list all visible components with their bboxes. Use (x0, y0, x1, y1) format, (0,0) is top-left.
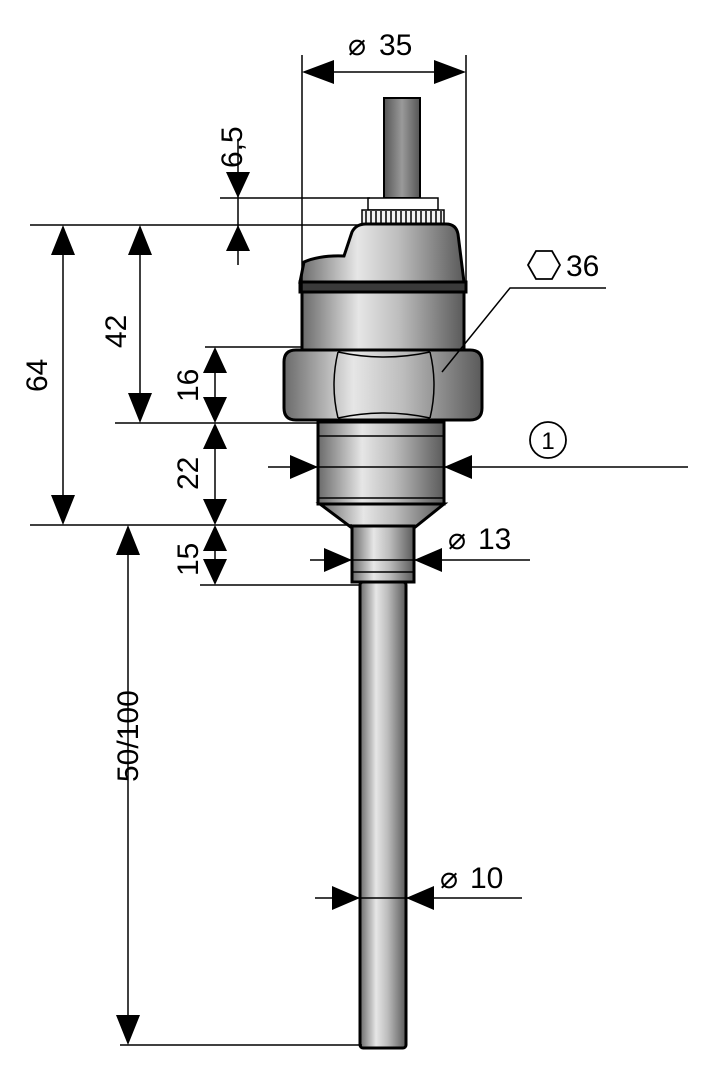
probe (358, 580, 408, 1050)
dim-head-height: 42 (100, 225, 152, 423)
hex-nut (282, 348, 484, 422)
knurled-ring (361, 209, 445, 225)
dim-cable-offset: 6,5 (216, 126, 250, 265)
dim-top-diameter: ⌀ 35 (302, 29, 466, 84)
label-hex-size: 36 (566, 250, 599, 283)
hexagon-icon (526, 250, 562, 280)
neck (350, 524, 416, 584)
diameter-symbol: ⌀ (348, 29, 366, 62)
cable-collar (367, 197, 439, 211)
dim-hex-size: 36 (526, 250, 599, 283)
marker-circle (529, 421, 567, 459)
head-dome (298, 222, 466, 284)
extension-lines (30, 55, 688, 1046)
dim-probe-diameter: ⌀ 10 (332, 862, 503, 910)
label-hex-height: 16 (172, 369, 205, 402)
label-thread-height: 22 (172, 457, 205, 490)
label-thread-marker: 1 (541, 428, 554, 455)
dim-thread-height: 22 (172, 423, 227, 525)
diameter-symbol-10: ⌀ (440, 862, 458, 895)
label-probe-length: 50/100 (112, 690, 145, 782)
label-top-diameter: 35 (379, 29, 412, 62)
dim-neck-diameter: ⌀ 13 (324, 523, 511, 572)
dim-hex-height: 16 (172, 347, 227, 423)
dim-thread-marker: 1 (290, 421, 567, 479)
dim-total-height: 64 (21, 225, 75, 525)
label-total-height: 64 (21, 359, 54, 392)
dim-neck-height: 15 (172, 525, 227, 585)
label-probe-diameter: 10 (470, 862, 503, 895)
thread-section (316, 420, 446, 506)
sensor-body (282, 97, 484, 1050)
label-neck-height: 15 (172, 543, 205, 576)
cable (383, 97, 421, 199)
label-head-height: 42 (100, 315, 133, 348)
dim-probe-length: 50/100 (112, 525, 145, 1045)
diameter-symbol-13: ⌀ (448, 523, 466, 556)
label-neck-diameter: 13 (478, 523, 511, 556)
label-cable-offset: 6,5 (216, 126, 249, 168)
head-cylinder (300, 290, 466, 352)
